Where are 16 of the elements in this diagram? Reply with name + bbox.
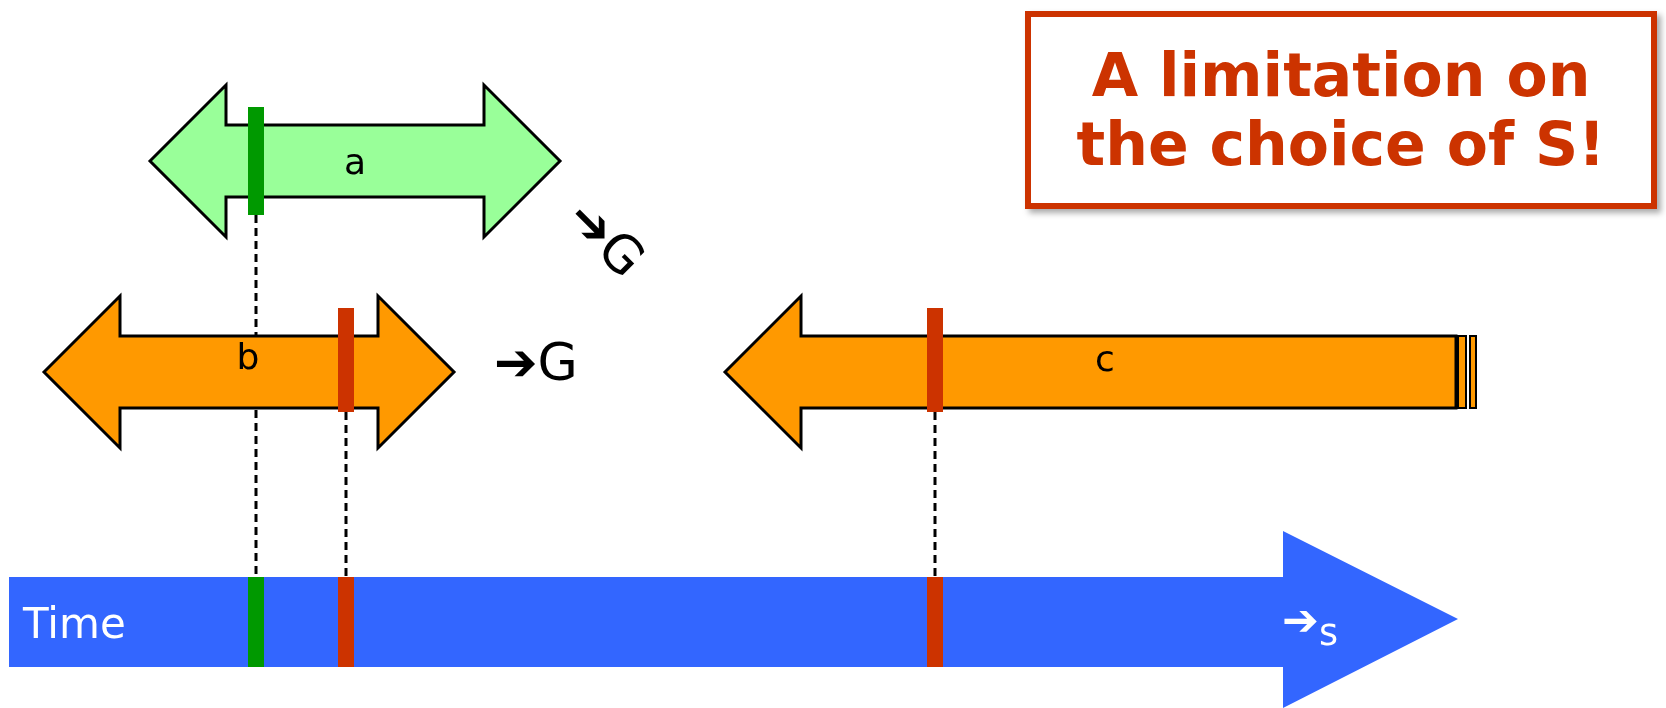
axis-label: Time [23,598,126,648]
tick-mark [338,577,354,667]
vector-label: ➔$_{s}$ [1282,598,1338,652]
dashed-line [933,412,937,577]
callout-box: A limitation on the choice of S! [1025,11,1657,209]
arrow-label: b [236,335,260,377]
tick-mark [338,308,354,412]
tick-mark [927,577,943,667]
arrow-label: a [343,140,367,182]
tick-mark [248,107,264,215]
dashed-line [344,412,348,577]
arrow-label: c [1095,337,1115,379]
vector-label: ➔G [494,336,578,388]
vector-label: ➔G [558,190,655,287]
tick-mark [927,308,943,412]
tick-mark [248,577,264,667]
